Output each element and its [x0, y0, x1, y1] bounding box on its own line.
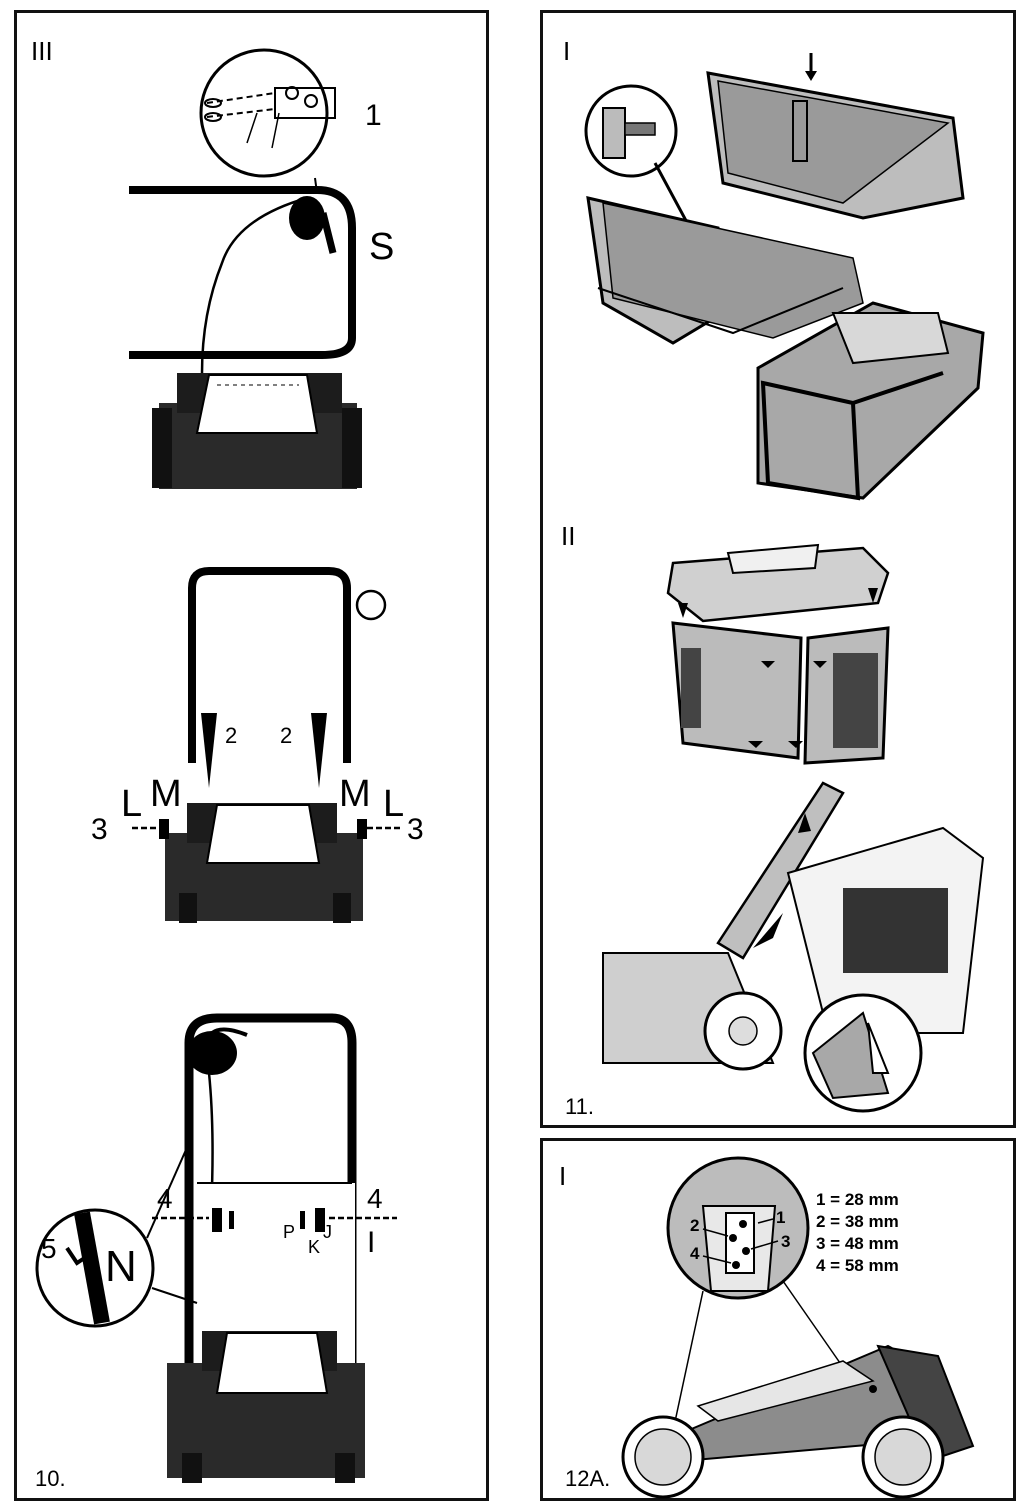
position-label-1: 1: [776, 1208, 786, 1227]
callout-3-left: 3: [91, 813, 108, 846]
height-setting-2: 2 = 38 mm: [816, 1212, 899, 1231]
callout-4-right: 4: [367, 1183, 383, 1214]
detail-circle-latch: [803, 993, 923, 1113]
grass-bag-assembled: [756, 301, 985, 501]
arrow-left: [201, 713, 217, 788]
callout-m-left: M: [150, 773, 182, 815]
figure-11-panel: I II 11.: [540, 10, 1016, 1128]
callout-k: K: [308, 1237, 321, 1257]
figure-10-panel: III 1 S 2 2 L M M L 3 3 4 4 I P K J 5 N …: [14, 10, 489, 1501]
figure-number-10: 10.: [35, 1466, 66, 1491]
height-adjust-detail-circle: [666, 1156, 810, 1300]
section-label-i-12a: I: [559, 1161, 567, 1191]
mower-body-top: [152, 373, 362, 489]
figure-number-11: 11.: [565, 1094, 594, 1119]
position-label-4: 4: [690, 1244, 700, 1263]
height-setting-4: 4 = 58 mm: [816, 1256, 899, 1275]
callout-5: 5: [41, 1233, 57, 1264]
figure-12a-panel: I 2 4 1 3 1 = 28 mm 2 = 38 mm 3 = 48 mm …: [540, 1138, 1016, 1501]
section-label-ii: II: [561, 521, 576, 551]
position-label-2: 2: [690, 1216, 700, 1235]
callout-2-right: 2: [280, 723, 293, 748]
handle-bar-n: [152, 1013, 397, 1383]
arrow-right: [311, 713, 327, 788]
detail-circle-n: [35, 1142, 198, 1328]
callout-1: 1: [365, 99, 382, 132]
figure-number-12a: 12A.: [565, 1466, 611, 1491]
figure-11-drawing: [584, 53, 985, 1113]
grass-bag-top: [706, 53, 965, 220]
section-label-i: I: [563, 36, 571, 66]
callout-l-right: L: [383, 783, 405, 825]
figure-12a-drawing: [621, 1156, 975, 1499]
callout-n: N: [105, 1242, 137, 1291]
callout-3-right: 3: [407, 813, 424, 846]
section-label-iii: III: [31, 36, 53, 66]
callout-i: I: [367, 1226, 376, 1259]
callout-4-left: 4: [157, 1183, 173, 1214]
figure-10-drawing: [35, 48, 402, 1483]
position-label-3: 3: [781, 1232, 791, 1251]
callout-j: J: [323, 1222, 332, 1242]
callout-p: P: [283, 1222, 296, 1242]
mower-body-middle: [132, 803, 402, 923]
bag-halves: [671, 621, 890, 765]
callout-m-right: M: [339, 773, 371, 815]
mower-side-view: [621, 1280, 975, 1499]
bag-lid: [666, 543, 890, 623]
height-setting-1: 1 = 28 mm: [816, 1190, 899, 1209]
mower-body-bottom: [167, 1331, 365, 1483]
callout-l-left: L: [121, 783, 143, 825]
callout-2-left: 2: [225, 723, 238, 748]
mower-with-bag: [602, 781, 985, 1071]
grass-bag-middle: [586, 196, 864, 345]
height-setting-3: 3 = 48 mm: [816, 1234, 899, 1253]
handle-bar-o: [188, 567, 387, 788]
callout-s: S: [369, 226, 395, 268]
handle-bar-s: [129, 177, 356, 374]
detail-circle-1: [199, 48, 336, 178]
